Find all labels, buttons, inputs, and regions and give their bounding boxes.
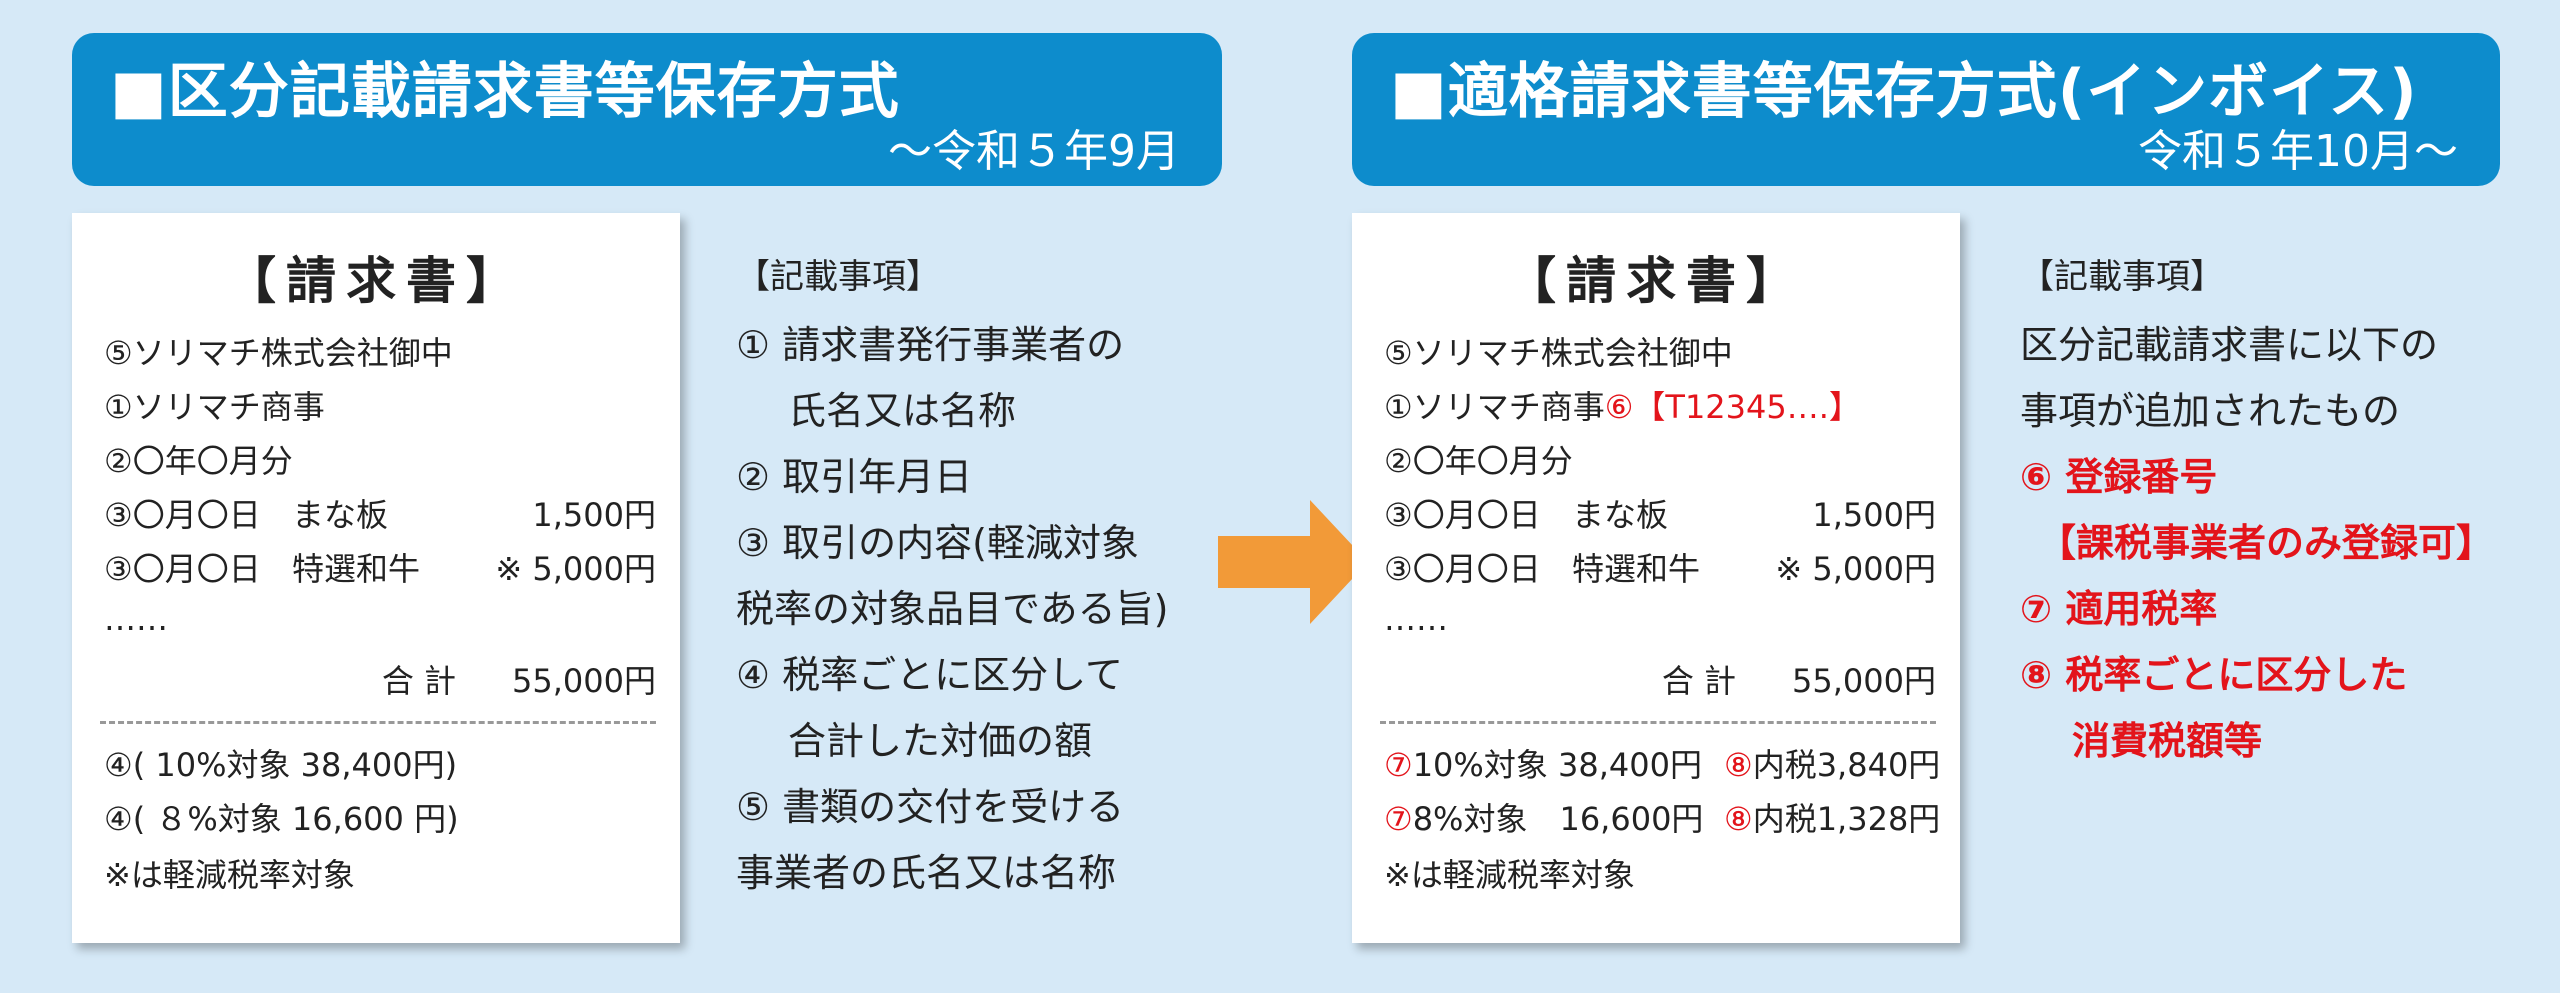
item-name: まな板 <box>1572 496 1669 534</box>
total-label: 合 計 <box>381 662 457 700</box>
invoice-total: 合 計 55,000円 <box>382 659 656 703</box>
invoice-right: 【請求書】 ⑤ソリマチ株式会社御中 ①ソリマチ商事⑥【T12345….】 ②〇年… <box>1352 213 1960 943</box>
invoice-subtotal: ⑦8%対象 16,600円 ⑧内税1,328円 <box>1384 797 1940 841</box>
notes-line: 区分記載請求書に以下の <box>2020 323 2439 367</box>
item-amount: 1,500円 <box>532 496 656 534</box>
total-label: 合 計 <box>1661 662 1737 700</box>
invoice-period: ②〇年〇月分 <box>1384 442 1573 480</box>
invoice-note: ※は軽減税率対象 <box>1384 856 1635 894</box>
invoice-issuer: ①ソリマチ商事 <box>1384 388 1605 426</box>
header-right: ■適格請求書等保存方式(インボイス) 令和５年10月～ <box>1352 33 2500 186</box>
invoice-title: 【請求書】 <box>226 252 526 310</box>
notes-line: ④ 税率ごとに区分して <box>736 653 1124 697</box>
invoice-ellipsis: …… <box>104 600 168 638</box>
header-right-title: ■適格請求書等保存方式(インボイス) <box>1390 57 2418 127</box>
registration-number: ⑥【T12345….】 <box>1604 388 1861 426</box>
notes-added-item: ⑦ 適用税率 <box>2020 587 2218 631</box>
header-right-period: 令和５年10月～ <box>2138 126 2458 177</box>
invoice-issuer: ①ソリマチ商事 <box>104 388 325 426</box>
subtotal-text: 10%対象 38,400円 <box>1412 746 1702 784</box>
item-date: ③〇月〇日 <box>1384 496 1541 534</box>
notes-line: ⑤ 書類の交付を受ける <box>736 785 1125 829</box>
tax-amount: ⑧内税3,840円 <box>1724 743 1940 787</box>
item-date: ③〇月〇日 <box>104 496 261 534</box>
invoice-total: 合 計 55,000円 <box>1662 659 1936 703</box>
header-left: ■区分記載請求書等保存方式 ～令和５年9月 <box>72 33 1222 186</box>
notes-added-item: ⑥ 登録番号 <box>2020 455 2218 499</box>
tax-text: 内税1,328円 <box>1752 800 1941 838</box>
notes-heading: 【記載事項】 <box>2020 257 2224 297</box>
notes-line: 事業者の氏名又は名称 <box>736 851 1117 895</box>
invoice-subtotal: ⑦10%対象 38,400円 ⑧内税3,840円 <box>1384 743 1940 787</box>
item-name: まな板 <box>292 496 389 534</box>
item-name: 特選和牛 <box>1572 550 1701 588</box>
notes-added-item: 消費税額等 <box>2072 719 2263 763</box>
total-value: 55,000円 <box>512 662 656 700</box>
rate-mark: ⑦ <box>1384 800 1413 838</box>
item-amount: ※ 5,000円 <box>495 550 656 588</box>
invoice-total-row: 合 計 55,000円 <box>1384 659 1936 703</box>
notes-line: ③ 取引の内容(軽減対象 <box>736 521 1139 565</box>
invoice-subtotal: ④( ８%対象 16,600 円) <box>104 800 459 838</box>
header-left-period: ～令和５年9月 <box>888 126 1180 177</box>
dashed-divider <box>1380 721 1936 724</box>
notes-heading: 【記載事項】 <box>736 257 940 297</box>
invoice-title: 【請求書】 <box>1506 252 1806 310</box>
item-date: ③〇月〇日 <box>1384 550 1541 588</box>
dashed-divider <box>100 721 656 724</box>
notes-right: 【記載事項】 区分記載請求書に以下の 事項が追加されたもの ⑥ 登録番号 【課税… <box>2020 242 2494 774</box>
tax-amount: ⑧内税1,328円 <box>1724 797 1940 841</box>
notes-left: 【記載事項】 ① 請求書発行事業者の 氏名又は名称 ② 取引年月日 ③ 取引の内… <box>736 242 1168 906</box>
invoice-item-row: ③〇月〇日 特選和牛 ※ 5,000円 <box>1384 547 1936 591</box>
header-left-title: ■区分記載請求書等保存方式 <box>110 57 900 127</box>
invoice-subtotal: ④( 10%対象 38,400円) <box>104 746 458 784</box>
total-value: 55,000円 <box>1792 662 1936 700</box>
notes-line: 氏名又は名称 <box>788 389 1017 433</box>
subtotal-text: 8%対象 16,600円 <box>1412 800 1704 838</box>
tax-mark: ⑧ <box>1724 800 1753 838</box>
tax-text: 内税3,840円 <box>1752 746 1941 784</box>
invoice-left: 【請求書】 ⑤ソリマチ株式会社御中 ①ソリマチ商事 ②〇年〇月分 ③〇月〇日 ま… <box>72 213 680 943</box>
rate-mark: ⑦ <box>1384 746 1413 784</box>
invoice-ellipsis: …… <box>1384 600 1448 638</box>
invoice-recipient: ⑤ソリマチ株式会社御中 <box>1384 334 1733 372</box>
invoice-total-row: 合 計 55,000円 <box>104 659 656 703</box>
invoice-item-row: ③〇月〇日 特選和牛 ※ 5,000円 <box>104 547 656 591</box>
invoice-item-row: ③〇月〇日 まな板 1,500円 <box>104 493 656 537</box>
invoice-recipient: ⑤ソリマチ株式会社御中 <box>104 334 453 372</box>
notes-line: 事項が追加されたもの <box>2020 389 2401 433</box>
invoice-item-row: ③〇月〇日 まな板 1,500円 <box>1384 493 1936 537</box>
item-name: 特選和牛 <box>292 550 421 588</box>
notes-line: ② 取引年月日 <box>736 455 973 499</box>
notes-line: ① 請求書発行事業者の <box>736 323 1125 367</box>
invoice-issuer-row: ①ソリマチ商事⑥【T12345….】 <box>1384 385 1936 429</box>
notes-line: 税率の対象品目である旨) <box>736 587 1169 631</box>
item-amount: 1,500円 <box>1812 496 1936 534</box>
notes-line: 合計した対価の額 <box>788 719 1093 763</box>
notes-added-item: 【課税事業者のみ登録可】 <box>2038 521 2495 565</box>
item-amount: ※ 5,000円 <box>1775 550 1936 588</box>
item-date: ③〇月〇日 <box>104 550 261 588</box>
right-arrow-icon <box>1218 500 1368 624</box>
invoice-note: ※は軽減税率対象 <box>104 856 355 894</box>
notes-added-item: ⑧ 税率ごとに区分した <box>2020 653 2408 697</box>
tax-mark: ⑧ <box>1724 746 1753 784</box>
invoice-period: ②〇年〇月分 <box>104 442 293 480</box>
